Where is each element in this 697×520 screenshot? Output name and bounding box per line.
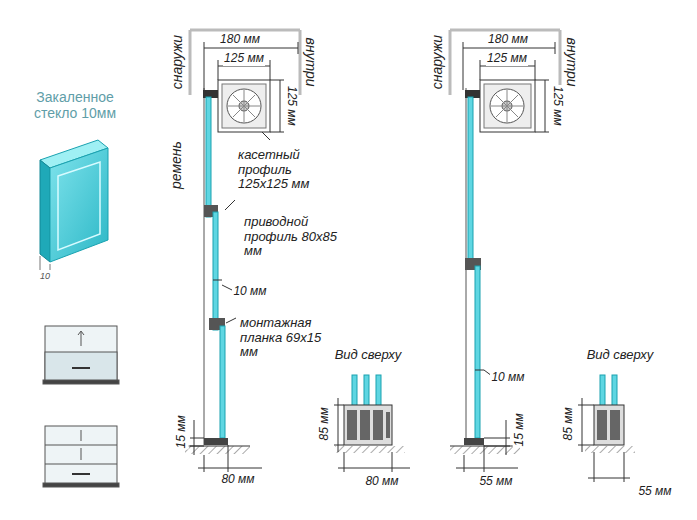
label: Закаленное стекло 10мм [19,89,131,121]
label: 55 мм [637,485,672,499]
label: 10 мм [490,371,525,385]
label: 85 мм [562,406,576,441]
label: внутри [303,36,319,87]
label: 85 мм [318,406,332,441]
label: ремень [168,140,184,190]
window-icon [43,326,119,487]
label: снаружи [429,34,445,90]
label: 80 мм [364,475,399,489]
label: 125 мм [486,52,528,66]
label: 15 мм [175,414,189,449]
label: 55 мм [478,475,513,489]
label: внутри [564,36,580,87]
top-view-2 [578,375,635,482]
label: приводной профиль 80x85 мм [243,215,345,260]
label: 10 [39,271,51,281]
label: 10 мм [232,285,267,299]
label: снаружи [169,34,185,90]
label: касетный профиль 125x125 мм [237,148,339,193]
label: Вид сверху [586,348,655,363]
glass-icon [40,140,108,270]
label: 125 мм [550,85,564,127]
label: 180 мм [219,33,261,47]
label: 125 мм [223,52,265,66]
label: 125 мм [284,85,298,127]
system-2-panel [450,30,560,472]
label: 80 мм [220,473,255,487]
label: 15 мм [513,412,527,447]
label: Вид сверху [334,348,403,363]
top-view-3 [334,375,410,472]
label: 180 мм [487,33,529,47]
label: монтажная планка 69x15 мм [239,316,341,361]
